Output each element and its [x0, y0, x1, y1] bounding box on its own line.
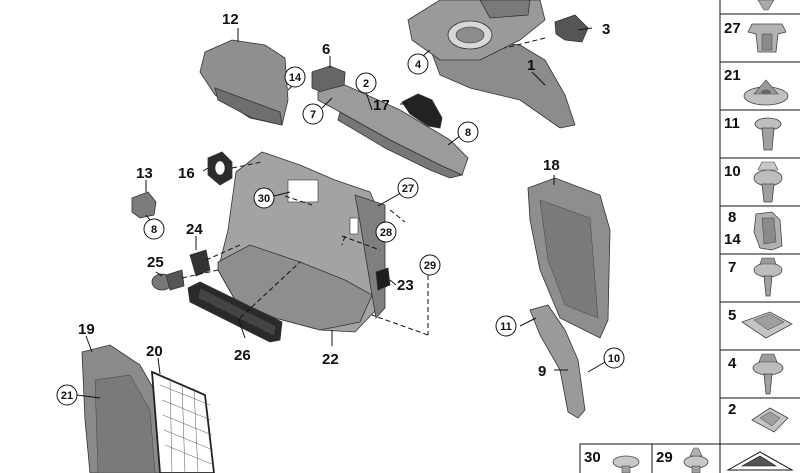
expanding-rivet-icon-10 [753, 161, 783, 203]
legend-5-label: 5 [728, 307, 736, 324]
speed-nut-icon-2 [751, 407, 789, 433]
callout-18: 18 [543, 157, 560, 174]
legend-top-partial-icon [757, 0, 775, 11]
legend-21-label: 21 [724, 67, 741, 84]
part-12-side-trim [199, 39, 289, 126]
part-2-sill-trim [317, 84, 469, 176]
spring-clip-icon [753, 211, 783, 251]
callout-24: 24 [186, 221, 203, 238]
part-12-lower-lip [214, 87, 283, 126]
callout-13: 13 [136, 165, 153, 182]
callout-19: 19 [78, 321, 95, 338]
callout-6: 6 [322, 41, 330, 58]
callout-23: 23 [397, 277, 414, 294]
circled-callouts: 14 2 7 4 8 30 27 28 8 29 11 10 21 [56, 53, 625, 406]
part-22-cutout [287, 179, 319, 203]
legend-10-label: 10 [724, 163, 741, 180]
callout-25: 25 [147, 254, 164, 271]
callouts: 12 6 1 3 17 13 16 18 24 25 23 19 26 22 2… [78, 11, 610, 380]
part-17-pad [401, 93, 443, 129]
legend-8-label: 8 [728, 209, 736, 226]
rivet-icon-29 [683, 447, 709, 473]
callout-8-lower: 8 [151, 224, 157, 236]
callout-11: 11 [500, 321, 512, 333]
push-nut-icon [743, 79, 789, 106]
part-2-edge [337, 111, 464, 179]
callout-27: 27 [402, 183, 414, 195]
part-9-pillar-trim [529, 304, 586, 419]
callout-14: 14 [289, 72, 302, 84]
legend-bottom-row: 30 29 [579, 443, 800, 473]
callout-16: 16 [178, 165, 195, 182]
part-13-bracket [131, 191, 157, 219]
callout-17: 17 [373, 97, 390, 114]
callout-28: 28 [380, 227, 392, 239]
callout-20: 20 [146, 343, 163, 360]
legend-4-label: 4 [728, 355, 737, 372]
callout-21: 21 [61, 390, 73, 402]
part-16-hole [214, 160, 226, 176]
callout-29: 29 [424, 260, 436, 272]
trim-clip-icon [747, 23, 787, 53]
legend-2-label: 2 [728, 401, 736, 418]
callout-3: 3 [602, 21, 610, 38]
expanding-rivet-icon [754, 117, 782, 151]
callout-30: 30 [258, 193, 270, 205]
callout-12: 12 [222, 11, 239, 28]
part-18-inner [539, 199, 599, 319]
callout-1: 1 [527, 57, 535, 74]
part-24-clip [189, 249, 211, 277]
callout-8-upper: 8 [465, 127, 471, 139]
legend-29-label: 29 [656, 449, 673, 466]
callout-9: 9 [538, 363, 546, 380]
part-22-slot [349, 217, 359, 235]
part-1-top-cover [479, 0, 531, 19]
part-1-inner-ring [455, 26, 485, 44]
callout-2: 2 [363, 78, 369, 90]
part-25-plug-body [165, 269, 185, 291]
part-3-bracket [554, 14, 589, 43]
legend-30-label: 30 [584, 449, 601, 466]
callout-7: 7 [310, 109, 316, 121]
legend-14-label: 14 [724, 231, 741, 248]
callout-4: 4 [415, 59, 422, 71]
legend-right-column: 27 21 11 10 8 14 [719, 0, 800, 473]
legend-27-label: 27 [724, 20, 741, 37]
part-26-strip-face [197, 287, 277, 337]
legend-11-label: 11 [724, 115, 740, 132]
part-20-net [150, 370, 215, 473]
leader-lines [76, 27, 606, 399]
callout-26: 26 [234, 347, 251, 364]
callout-10: 10 [608, 353, 620, 365]
diagram-reference-icon [726, 451, 794, 471]
callout-22: 22 [322, 351, 339, 368]
speed-nut-icon [741, 311, 793, 339]
collar-screw-icon [753, 257, 783, 297]
rivet-icon-30 [612, 455, 640, 473]
part-23-tab [375, 267, 391, 291]
part-19-inner [94, 374, 156, 473]
part-22-floor [217, 244, 373, 331]
legend-7-label: 7 [728, 259, 736, 276]
collar-screw-icon-4 [752, 353, 784, 395]
